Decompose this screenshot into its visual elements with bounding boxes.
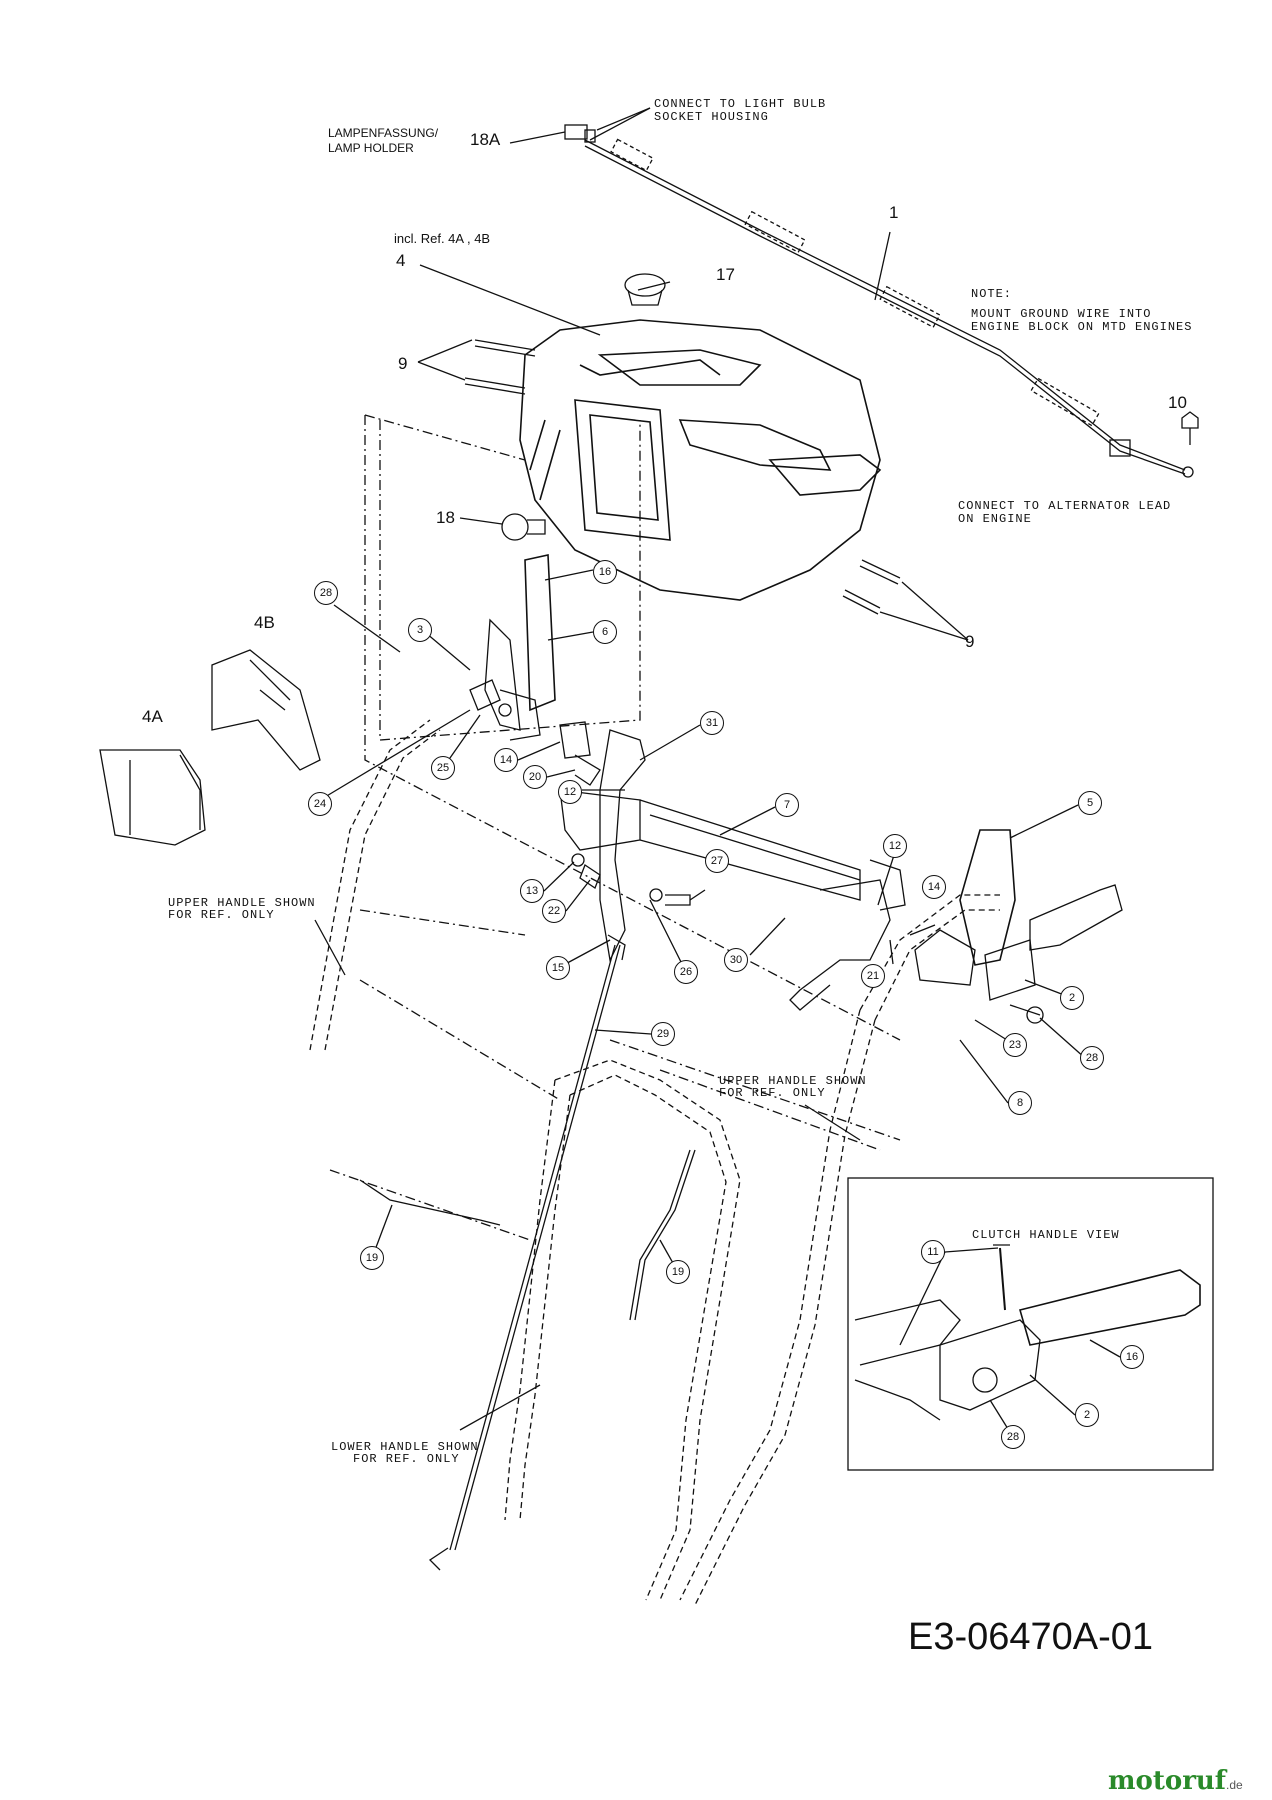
- callout-14-left: 14: [494, 748, 518, 772]
- callout-19-left: 19: [360, 1246, 384, 1270]
- part-label-18a: 18A: [470, 130, 501, 149]
- callout-28-left: 28: [314, 581, 338, 605]
- alternator-note-line2: ON ENGINE: [958, 512, 1032, 526]
- callout-6: 6: [593, 620, 617, 644]
- callout-19-right: 19: [666, 1260, 690, 1284]
- note-title: NOTE:: [971, 287, 1013, 301]
- callout-2-inset: 2: [1075, 1403, 1099, 1427]
- wire-harness: [584, 138, 1194, 478]
- connect-bulb-note-line2: SOCKET HOUSING: [654, 110, 769, 124]
- callout-16: 16: [593, 560, 617, 584]
- part-label-4a: 4A: [142, 707, 163, 726]
- callout-31: 31: [700, 711, 724, 735]
- callout-25: 25: [431, 756, 455, 780]
- callout-20: 20: [523, 765, 547, 789]
- callout-14-right: 14: [922, 875, 946, 899]
- callout-12-left: 12: [558, 780, 582, 804]
- callout-29: 29: [651, 1022, 675, 1046]
- callout-15: 15: [546, 956, 570, 980]
- callout-24: 24: [308, 792, 332, 816]
- note-line2: ENGINE BLOCK ON MTD ENGINES: [971, 320, 1193, 334]
- callout-26: 26: [674, 960, 698, 984]
- callout-7: 7: [775, 793, 799, 817]
- alternator-note-line1: CONNECT TO ALTERNATOR LEAD: [958, 499, 1172, 513]
- part-label-4: 4: [396, 251, 406, 270]
- callout-22: 22: [542, 899, 566, 923]
- callout-11: 11: [921, 1240, 945, 1264]
- callout-21: 21: [861, 964, 885, 988]
- lower-handle-line1: LOWER HANDLE SHOWN: [331, 1440, 479, 1454]
- callout-28-inset: 28: [1001, 1425, 1025, 1449]
- drawing-reference-number: E3-06470A-01: [908, 1616, 1154, 1658]
- callout-12-right: 12: [883, 834, 907, 858]
- callout-23: 23: [1003, 1033, 1027, 1057]
- upper-handle-left-line2: FOR REF. ONLY: [168, 908, 275, 922]
- callout-2: 2: [1060, 986, 1084, 1010]
- callout-30: 30: [724, 948, 748, 972]
- incl-ref-note: incl. Ref. 4A , 4B: [394, 231, 491, 246]
- headlight-housing: [519, 319, 882, 601]
- callout-27: 27: [705, 849, 729, 873]
- part-label-4b: 4B: [254, 613, 275, 632]
- callout-3: 3: [408, 618, 432, 642]
- lamp-holder-note-en: LAMP HOLDER: [328, 141, 414, 155]
- watermark-logo: motoruf.de: [1108, 1768, 1243, 1794]
- callout-5: 5: [1078, 791, 1102, 815]
- callout-13: 13: [520, 879, 544, 903]
- watermark-tld: .de: [1226, 1778, 1243, 1792]
- lower-handle-line2: FOR REF. ONLY: [353, 1452, 460, 1466]
- upper-handle-right-line1: UPPER HANDLE SHOWN: [719, 1074, 867, 1088]
- lamp-holder-note-de: LAMPENFASSUNG/: [328, 126, 439, 140]
- watermark-brand: motoruf: [1108, 1766, 1226, 1796]
- clutch-handle-view-title: CLUTCH HANDLE VIEW: [972, 1228, 1120, 1242]
- part-label-9-lower: 9: [965, 632, 975, 651]
- part-label-17: 17: [716, 265, 735, 284]
- part-label-9-upper: 9: [398, 354, 408, 373]
- part-label-18: 18: [436, 508, 455, 527]
- upper-handle-left-line1: UPPER HANDLE SHOWN: [168, 896, 316, 910]
- callout-28-right: 28: [1080, 1046, 1104, 1070]
- part-label-10: 10: [1168, 393, 1187, 412]
- upper-handle-right-line2: FOR REF. ONLY: [719, 1086, 826, 1100]
- note-line1: MOUNT GROUND WIRE INTO: [971, 307, 1152, 321]
- callout-8: 8: [1008, 1091, 1032, 1115]
- callout-16-inset: 16: [1120, 1345, 1144, 1369]
- part-label-1: 1: [889, 203, 899, 222]
- connect-bulb-note-line1: CONNECT TO LIGHT BULB: [654, 97, 827, 111]
